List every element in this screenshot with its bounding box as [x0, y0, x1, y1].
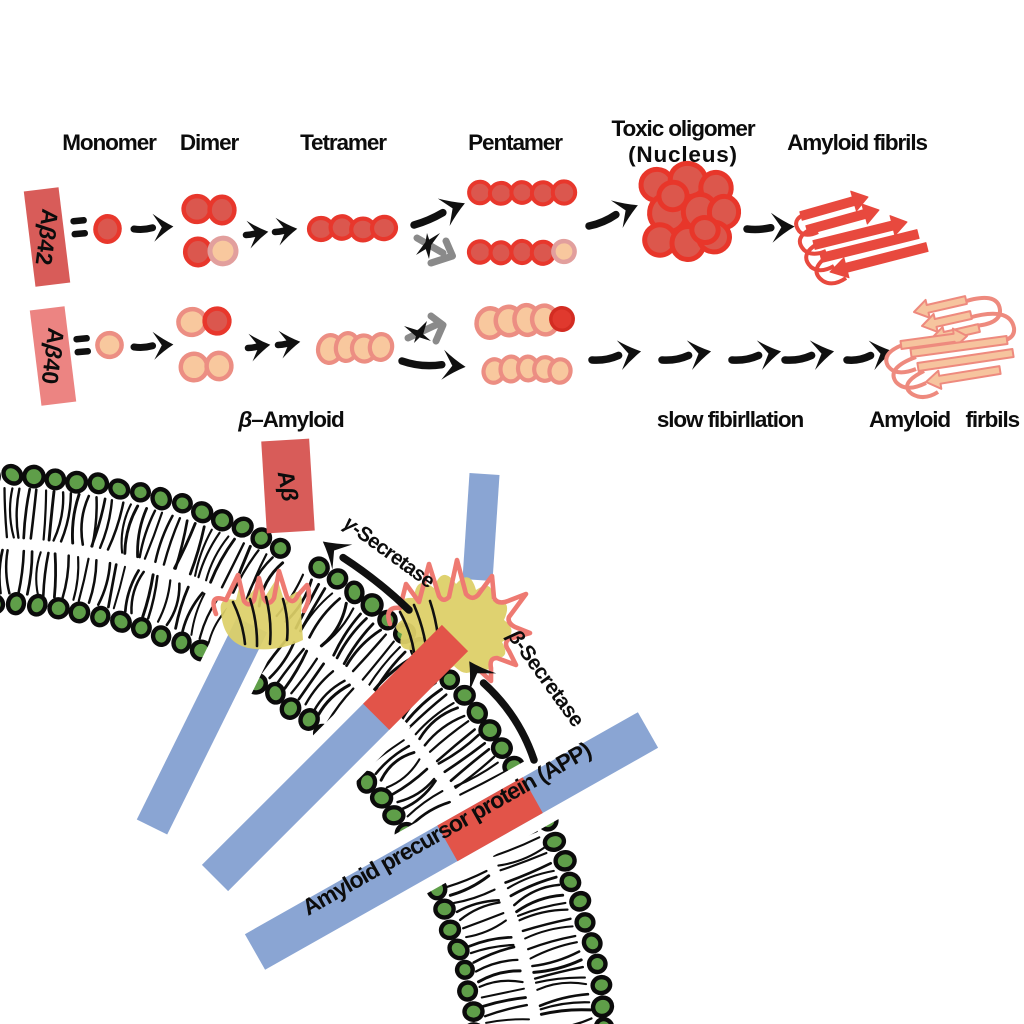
svg-text:Monomer: Monomer: [62, 130, 157, 155]
svg-text:slow fibirllation: slow fibirllation: [657, 407, 804, 432]
svg-text:Aβ40: Aβ40: [37, 326, 70, 385]
svg-text:Dimer: Dimer: [180, 130, 240, 155]
svg-text:Pentamer: Pentamer: [468, 130, 563, 155]
svg-text:Toxic oligomer: Toxic oligomer: [612, 116, 756, 141]
svg-text:β–Amyloid: β–Amyloid: [237, 407, 344, 432]
svg-text:Amyloid fibrils: Amyloid fibrils: [787, 130, 927, 155]
svg-text:Tetramer: Tetramer: [300, 130, 387, 155]
svg-text:Aβ: Aβ: [273, 469, 304, 504]
svg-text:Amyloid firbils: Amyloid firbils: [869, 407, 1020, 432]
